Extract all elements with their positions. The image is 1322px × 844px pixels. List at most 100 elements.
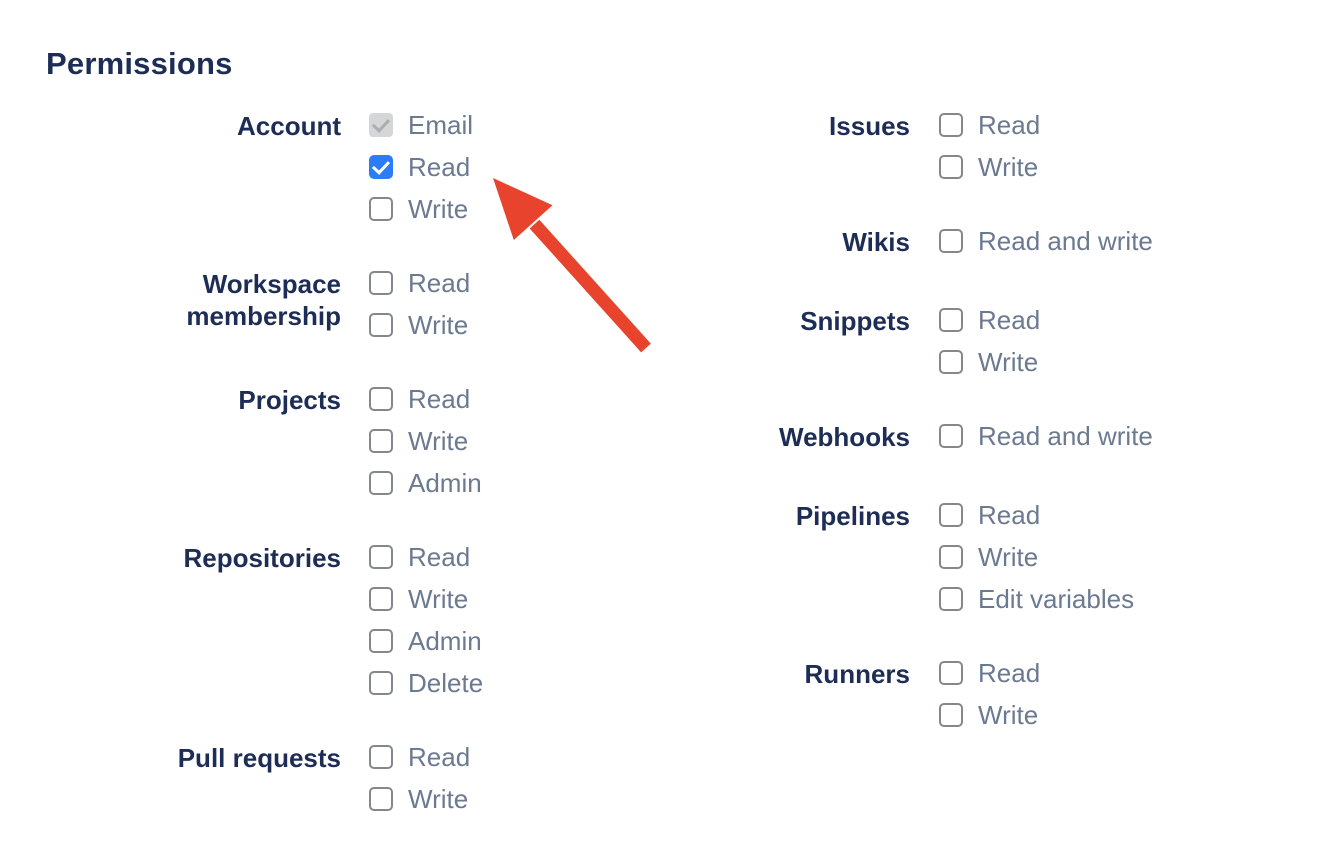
group-label-runners: Runners xyxy=(804,659,910,689)
account-email-checkbox-label: Email xyxy=(408,110,474,140)
repositories-read-checkbox-label[interactable]: Read xyxy=(408,542,471,572)
checkbox-row-runners-write: Write xyxy=(939,700,1040,730)
issues-write-checkbox-label[interactable]: Write xyxy=(978,152,1039,182)
group-label-issues: Issues xyxy=(829,111,910,141)
webhooks-read-and-write-checkbox[interactable] xyxy=(939,424,963,448)
projects-read-checkbox[interactable] xyxy=(369,387,393,411)
group-options-webhooks: Read and write xyxy=(939,421,1153,451)
checkbox-row-pipelines-edit-variables: Edit variables xyxy=(939,584,1135,614)
projects-admin-checkbox[interactable] xyxy=(369,471,393,495)
group-label-projects: Projects xyxy=(238,385,341,415)
workspace-membership-read-checkbox-label[interactable]: Read xyxy=(408,268,471,298)
runners-write-checkbox-label[interactable]: Write xyxy=(978,700,1039,730)
permission-group-webhooks: Webhooks Read and write xyxy=(645,421,1153,453)
pipelines-edit-variables-checkbox-label[interactable]: Edit variables xyxy=(978,584,1135,614)
account-read-checkbox-label[interactable]: Read xyxy=(408,152,471,182)
checkbox-row-repositories-read: Read xyxy=(369,542,483,572)
snippets-read-checkbox[interactable] xyxy=(939,308,963,332)
repositories-write-checkbox-label[interactable]: Write xyxy=(408,584,469,614)
group-options-wikis: Read and write xyxy=(939,226,1153,256)
runners-read-checkbox-label[interactable]: Read xyxy=(978,658,1041,688)
pull-requests-write-checkbox-label[interactable]: Write xyxy=(408,784,469,814)
checkbox-row-account-email: Email xyxy=(369,110,474,140)
checkbox-row-pipelines-write: Write xyxy=(939,542,1134,572)
webhooks-read-and-write-checkbox-label[interactable]: Read and write xyxy=(978,421,1153,451)
checkbox-row-workspace-membership-read: Read xyxy=(369,268,471,298)
pull-requests-read-checkbox[interactable] xyxy=(369,745,393,769)
group-label-webhooks: Webhooks xyxy=(779,422,910,452)
page-title: Permissions xyxy=(46,46,233,81)
checkbox-row-pull-requests-read: Read xyxy=(369,742,471,772)
checkbox-row-repositories-delete: Delete xyxy=(369,668,484,698)
pipelines-write-checkbox-label[interactable]: Write xyxy=(978,542,1039,572)
repositories-admin-checkbox[interactable] xyxy=(369,629,393,653)
workspace-membership-write-checkbox-label[interactable]: Write xyxy=(408,310,469,340)
group-label-snippets: Snippets xyxy=(800,306,910,336)
repositories-write-checkbox[interactable] xyxy=(369,587,393,611)
account-write-checkbox[interactable] xyxy=(369,197,393,221)
repositories-admin-checkbox-label[interactable]: Admin xyxy=(408,626,482,656)
checkbox-row-repositories-write: Write xyxy=(369,584,483,614)
checkbox-row-pipelines-read: Read xyxy=(939,500,1134,530)
pull-requests-read-checkbox-label[interactable]: Read xyxy=(408,742,471,772)
checkbox-row-projects-read: Read xyxy=(369,384,482,414)
pipelines-read-checkbox[interactable] xyxy=(939,503,963,527)
projects-write-checkbox[interactable] xyxy=(369,429,393,453)
group-label-repositories: Repositories xyxy=(183,543,342,573)
repositories-delete-checkbox-label[interactable]: Delete xyxy=(408,668,484,698)
account-write-checkbox-label[interactable]: Write xyxy=(408,194,469,224)
permission-group-wikis: Wikis Read and write xyxy=(645,226,1153,258)
workspace-membership-write-checkbox[interactable] xyxy=(369,313,393,337)
issues-write-checkbox[interactable] xyxy=(939,155,963,179)
pipelines-edit-variables-checkbox[interactable] xyxy=(939,587,963,611)
checkbox-row-account-read: Read xyxy=(369,152,473,182)
repositories-read-checkbox[interactable] xyxy=(369,545,393,569)
issues-read-checkbox[interactable] xyxy=(939,113,963,137)
checkbox-row-webhooks-read-and-write: Read and write xyxy=(939,421,1153,451)
issues-read-checkbox-label[interactable]: Read xyxy=(978,110,1041,140)
checkbox-row-snippets-read: Read xyxy=(939,305,1041,335)
checkbox-row-issues-read: Read xyxy=(939,110,1041,140)
wikis-read-and-write-checkbox[interactable] xyxy=(939,229,963,253)
wikis-read-and-write-checkbox-label[interactable]: Read and write xyxy=(978,226,1153,256)
workspace-membership-read-checkbox[interactable] xyxy=(369,271,393,295)
snippets-write-checkbox[interactable] xyxy=(939,350,963,374)
account-read-checkbox[interactable] xyxy=(369,155,393,179)
group-label-pipelines: Pipelines xyxy=(795,501,910,531)
checkbox-row-runners-read: Read xyxy=(939,658,1041,688)
group-label-pull-requests: Pull requests xyxy=(177,743,341,773)
projects-write-checkbox-label[interactable]: Write xyxy=(408,426,469,456)
pipelines-read-checkbox-label[interactable]: Read xyxy=(978,500,1041,530)
snippets-read-checkbox-label[interactable]: Read xyxy=(978,305,1041,335)
projects-read-checkbox-label[interactable]: Read xyxy=(408,384,471,414)
repositories-delete-checkbox[interactable] xyxy=(369,671,393,695)
checkbox-row-projects-write: Write xyxy=(369,426,482,456)
runners-write-checkbox[interactable] xyxy=(939,703,963,727)
pipelines-write-checkbox[interactable] xyxy=(939,545,963,569)
group-label-wikis: Wikis xyxy=(842,227,910,257)
pull-requests-write-checkbox[interactable] xyxy=(369,787,393,811)
projects-admin-checkbox-label[interactable]: Admin xyxy=(408,468,482,498)
checkbox-row-snippets-write: Write xyxy=(939,347,1040,377)
runners-read-checkbox[interactable] xyxy=(939,661,963,685)
snippets-write-checkbox-label[interactable]: Write xyxy=(978,347,1039,377)
group-label-account: Account xyxy=(237,111,341,141)
